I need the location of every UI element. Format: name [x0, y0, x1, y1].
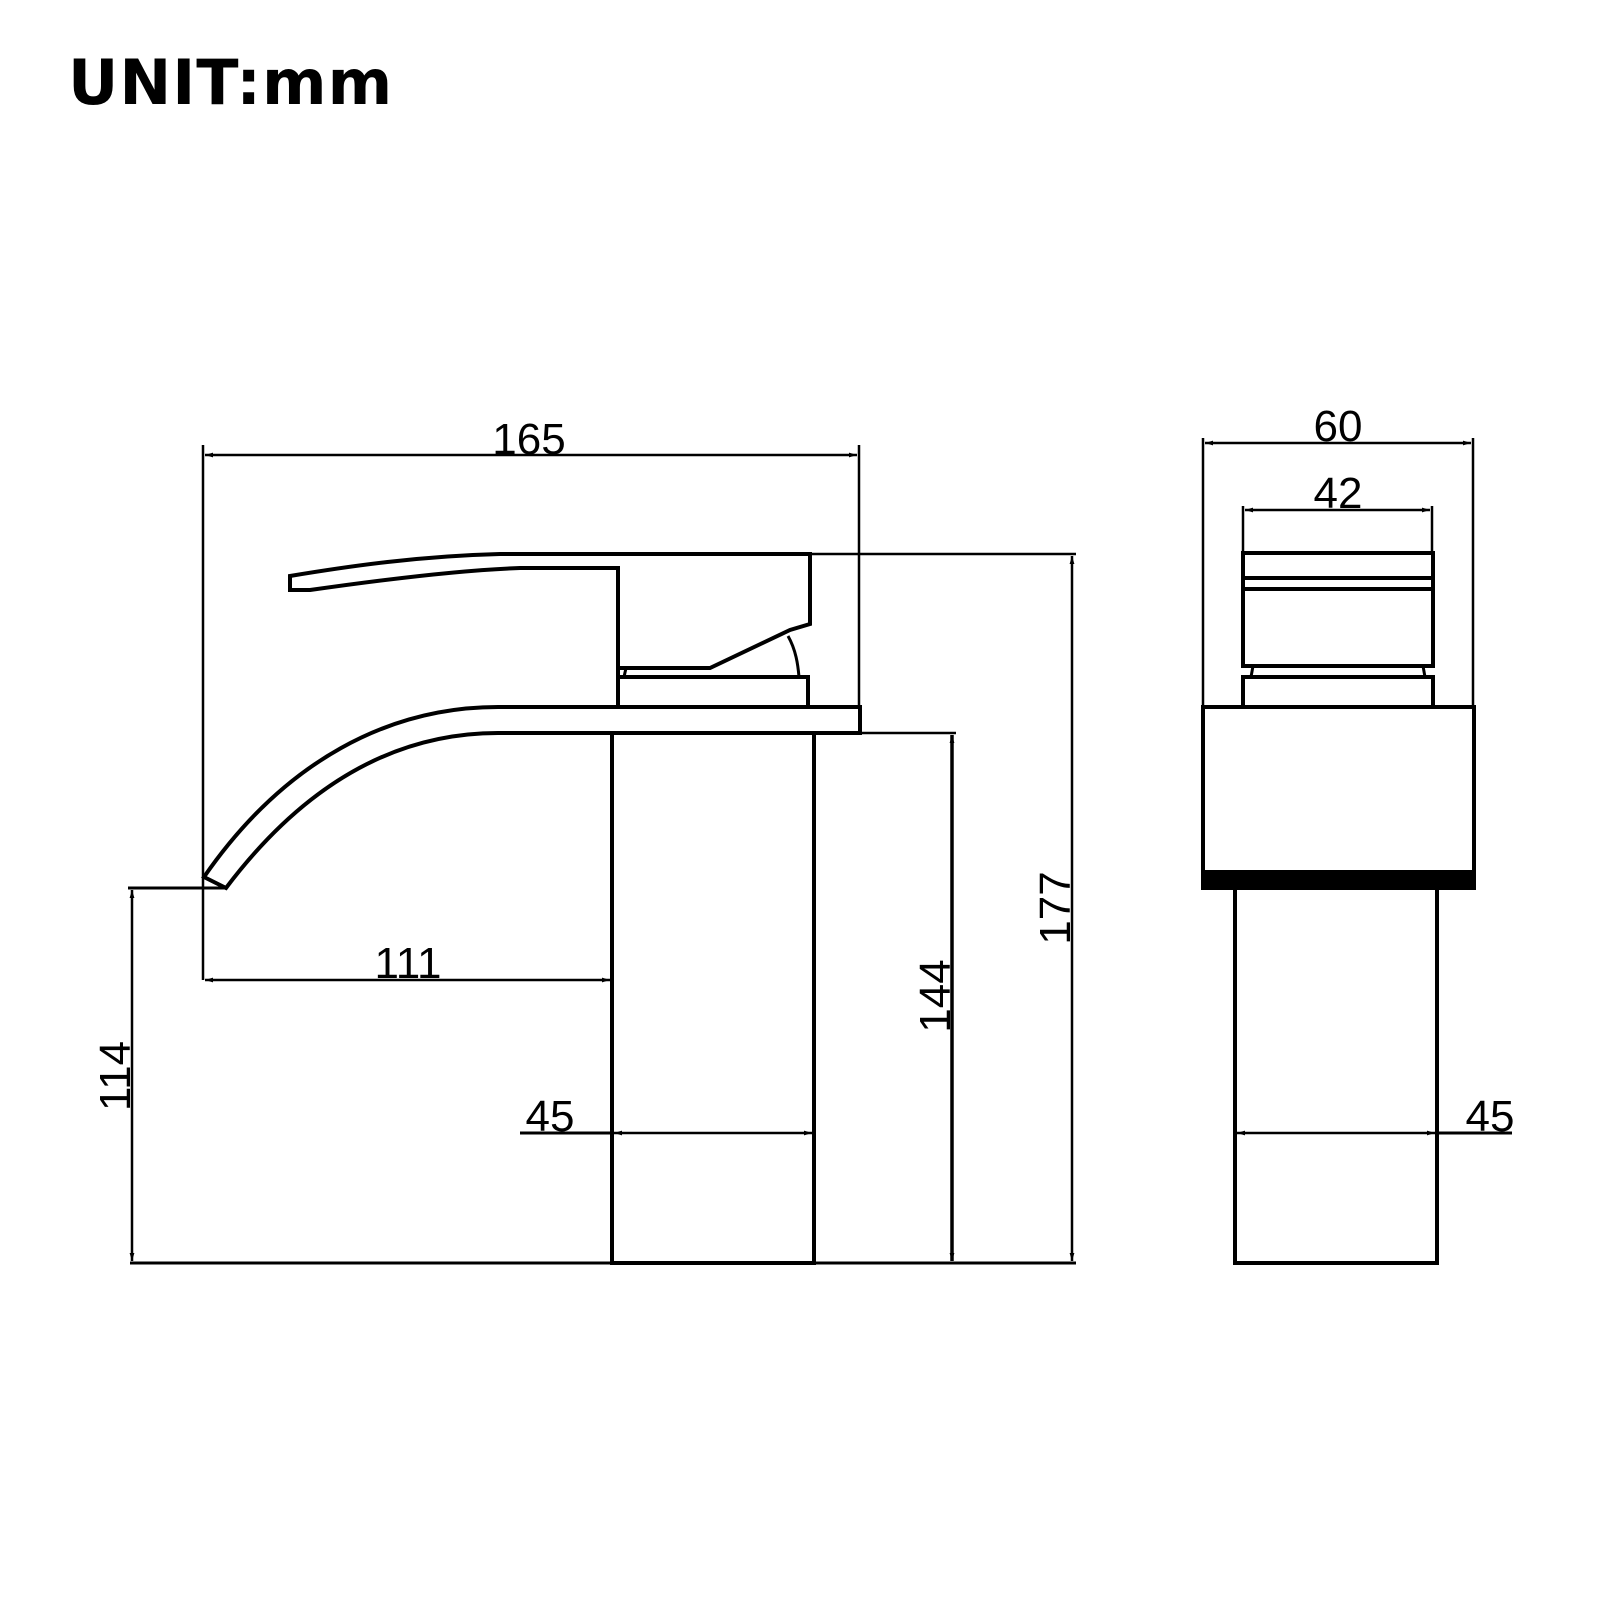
side-view [1201, 551, 1476, 1265]
side-handle [1241, 551, 1435, 668]
dim-111: 111 [375, 939, 442, 988]
dim-177: 177 [1031, 871, 1080, 944]
unit-label: UNIT:mm [68, 46, 394, 119]
side-cartridge-base [1241, 675, 1435, 709]
side-body [1233, 886, 1439, 1265]
faucet-body [610, 731, 816, 1265]
dim-114: 114 [91, 1041, 140, 1111]
handle-pivot-arc [786, 635, 801, 678]
side-deck-plate [1201, 705, 1476, 884]
side-seal-ring [1201, 870, 1476, 890]
dim-60: 60 [1314, 402, 1363, 451]
dim-42: 42 [1314, 469, 1363, 518]
side-dimensions [1201, 438, 1512, 1136]
dim-144: 144 [911, 959, 960, 1032]
front-view [201, 552, 862, 1265]
front-dimensions [128, 445, 1076, 1265]
dim-165: 165 [492, 415, 565, 464]
spout [201, 705, 612, 891]
handle [288, 552, 812, 677]
dim-45-side: 45 [1466, 1092, 1515, 1141]
deck-plate [498, 705, 862, 735]
cartridge-base [616, 675, 810, 709]
dim-45-front: 45 [526, 1092, 575, 1141]
